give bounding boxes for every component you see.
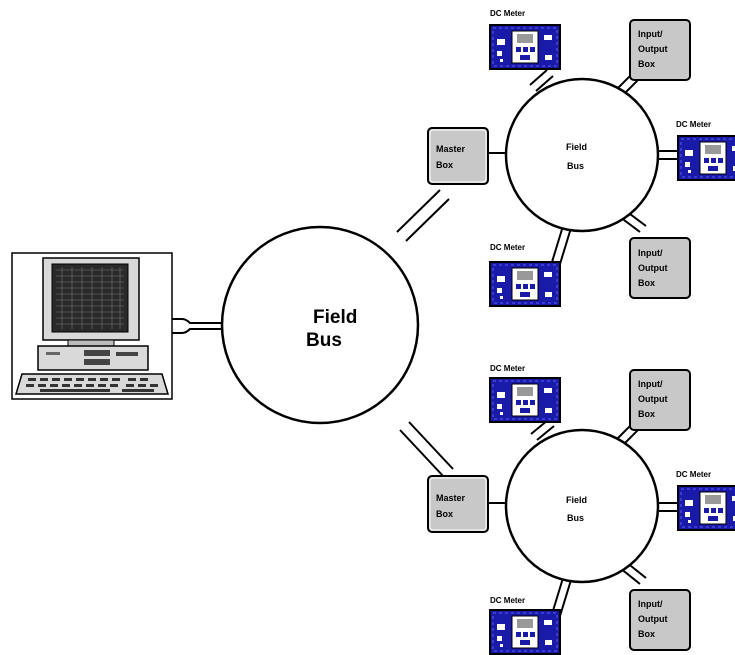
io-label-line1: Input/ (638, 599, 663, 609)
main-bus-label-line1: Field (313, 307, 357, 328)
dc-meter-label: DC Meter (490, 9, 525, 18)
lower-bus-label-line2: Bus (567, 513, 584, 523)
lower-dc-meter-bottom: DC Meter (489, 596, 561, 655)
meter-icon (489, 261, 561, 307)
main-field-bus: Field Bus (220, 225, 420, 425)
io-label-line1: Input/ (638, 379, 663, 389)
io-label-line3: Box (638, 409, 655, 419)
io-label-line2: Output (638, 394, 668, 404)
upper-master-label-line1: Master (436, 144, 466, 154)
meter-icon (489, 24, 561, 70)
dc-meter-label: DC Meter (490, 596, 525, 605)
main-bus-label-line2: Bus (306, 330, 342, 351)
lower-io-box-bottom: Input/ Output Box (629, 589, 691, 651)
dc-meter-label: DC Meter (490, 364, 525, 373)
lower-dc-meter-right: DC Meter (676, 470, 735, 531)
io-label-line3: Box (638, 59, 655, 69)
lower-io-box-top: Input/ Output Box (629, 369, 691, 431)
dc-meter-label: DC Meter (676, 470, 711, 479)
io-label-line2: Output (638, 263, 668, 273)
lower-master-box: Master Box (427, 475, 489, 533)
lower-dc-meter-top: DC Meter (489, 364, 561, 423)
dc-meter-label: DC Meter (676, 120, 711, 129)
upper-master-box: Master Box (427, 127, 489, 185)
io-label-line1: Input/ (638, 248, 663, 258)
lower-master-label-line1: Master (436, 493, 466, 503)
lower-field-bus: Field Bus (504, 428, 660, 584)
meter-icon (677, 485, 735, 531)
io-label-line2: Output (638, 44, 668, 54)
upper-bus-label-line2: Bus (567, 161, 584, 171)
upper-io-box-bottom: Input/ Output Box (629, 237, 691, 299)
upper-dc-meter-right: DC Meter (676, 120, 735, 181)
lower-master-label-line2: Box (436, 509, 453, 519)
lower-bus-label-line1: Field (566, 495, 587, 505)
io-label-line1: Input/ (638, 29, 663, 39)
meter-icon (489, 609, 561, 655)
io-label-line3: Box (638, 278, 655, 288)
upper-field-bus: Field Bus (504, 77, 660, 233)
upper-master-label-line2: Box (436, 160, 453, 170)
dc-meter-label: DC Meter (490, 243, 525, 252)
meter-icon (677, 135, 735, 181)
upper-dc-meter-top: DC Meter (489, 9, 561, 70)
io-label-line3: Box (638, 629, 655, 639)
computer-workstation-icon (11, 252, 173, 400)
upper-dc-meter-bottom: DC Meter (489, 243, 561, 307)
meter-icon (489, 377, 561, 423)
upper-bus-label-line1: Field (566, 142, 587, 152)
upper-io-box-top: Input/ Output Box (629, 19, 691, 81)
io-label-line2: Output (638, 614, 668, 624)
